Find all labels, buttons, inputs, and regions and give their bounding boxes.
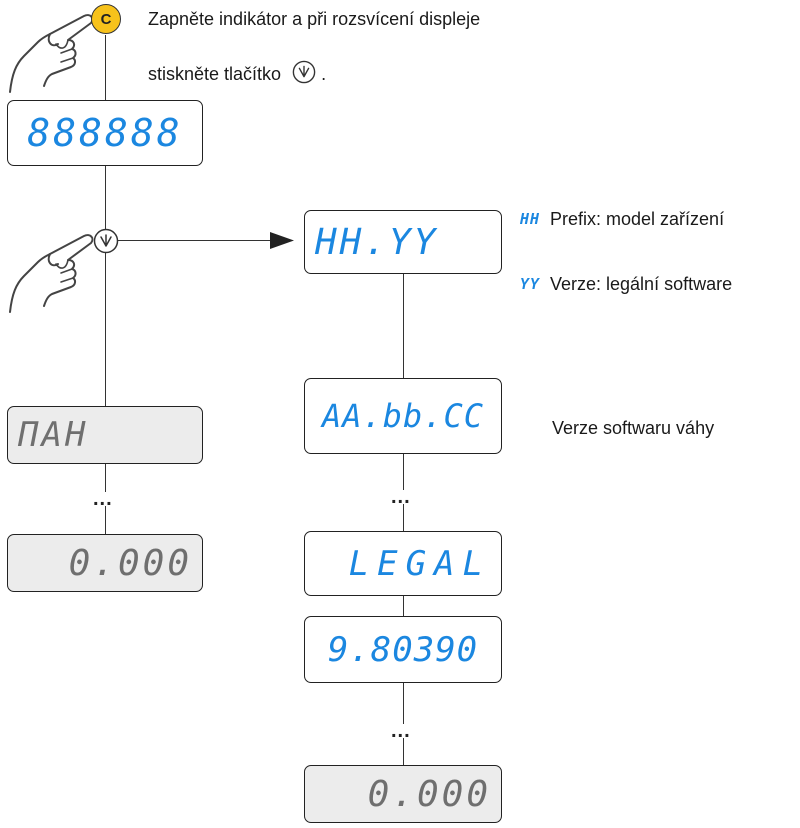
down-arrow-circle-icon [292, 60, 316, 84]
legend-hh-text: Prefix: model zařízení [550, 209, 725, 229]
display-gravity: 9.80390 [304, 616, 502, 683]
instruction-line-2: stiskněte tlačítko . [148, 60, 326, 85]
dots-left: ... [91, 488, 115, 510]
c-button-label: C [100, 10, 112, 28]
connector-left-main [105, 166, 106, 406]
display-test-value: 888888 [27, 111, 183, 155]
hand-press-icon [9, 234, 94, 313]
dots-right-2: ... [389, 720, 413, 742]
c-button-icon: C [91, 4, 121, 34]
display-version-value: HH.YY [315, 221, 439, 263]
display-zero-left: 0.000 [7, 534, 203, 592]
connector-horizontal [118, 240, 273, 241]
arrow-right-icon [270, 232, 294, 249]
display-version: HH.YY [304, 210, 502, 274]
down-arrow-circle-icon [93, 228, 119, 254]
instruction-line-2-end: . [321, 64, 327, 84]
display-test-segments: 888888 [7, 100, 203, 166]
legend-yy-code: YY [520, 275, 541, 293]
hand-press-icon [9, 14, 94, 93]
legend-yy-text: Verze: legální software [550, 274, 733, 294]
display-zero-right: 0.000 [304, 765, 502, 823]
connector-left-top [105, 35, 106, 101]
dots-right-1: ... [389, 486, 413, 508]
display-zero-right-value: 0.000 [367, 773, 491, 815]
display-software-version: AA.bb.CC [304, 378, 502, 454]
display-max: ΠΑΗ [7, 406, 203, 464]
display-legal-value: LEGAL [348, 543, 491, 584]
display-legal: LEGAL [304, 531, 502, 596]
display-software-version-value: AA.bb.CC [321, 397, 485, 435]
instruction-line-2-text: stiskněte tlačítko [148, 64, 282, 84]
display-max-value: ΠΑΗ [18, 415, 89, 455]
legend-hh-code: HH [520, 210, 541, 228]
display-gravity-value: 9.80390 [327, 629, 479, 670]
connector-right-1 [403, 274, 404, 378]
display-zero-left-value: 0.000 [68, 542, 192, 584]
connector-right-3 [403, 596, 404, 616]
legend-sw-text: Verze softwaru váhy [552, 418, 715, 438]
instruction-line-1: Zapněte indikátor a při rozsvícení displ… [148, 9, 481, 29]
